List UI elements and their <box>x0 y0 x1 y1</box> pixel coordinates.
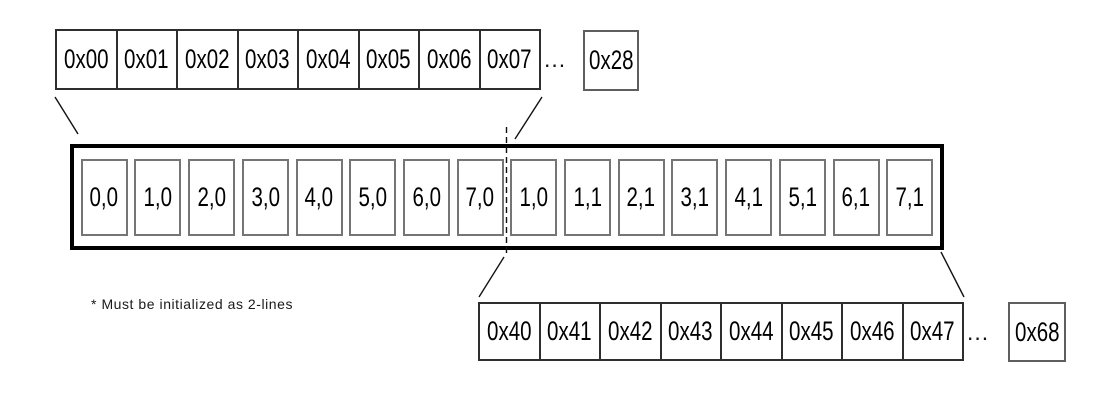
address-label: 0x68 <box>1014 316 1060 347</box>
cell-label: 4,0 <box>304 181 334 212</box>
connector-top-left-line <box>54 96 79 135</box>
line-cell: 5,1 <box>778 158 826 236</box>
cell-label: 6,1 <box>841 181 871 212</box>
line-cell: 2,0 <box>188 158 236 236</box>
bottom-address-row: 0x40 0x41 0x42 0x43 0x44 0x45 0x46 0x47 <box>478 302 964 361</box>
address-label: 0x46 <box>849 316 895 346</box>
bottom-address-cell: 0x41 <box>538 302 601 361</box>
connector-top-right-line <box>514 96 543 140</box>
line-cell: 0,0 <box>80 158 128 236</box>
cell-label: 7,0 <box>465 181 495 212</box>
bottom-address-cell: 0x44 <box>720 302 783 361</box>
line-cell: 6,0 <box>402 158 450 236</box>
cell-label: 1,0 <box>143 181 173 212</box>
top-address-cell: 0x02 <box>176 29 239 90</box>
top-address-cell: 0x05 <box>357 29 420 90</box>
top-address-cell: 0x04 <box>297 29 360 90</box>
address-label: 0x42 <box>607 316 653 346</box>
top-address-cell: 0x06 <box>418 29 481 90</box>
top-address-cell: 0x01 <box>115 29 178 90</box>
address-label: 0x01 <box>124 44 170 74</box>
cell-label: 2,0 <box>197 181 226 212</box>
address-label: 0x44 <box>728 316 774 346</box>
line-cell: 2,1 <box>617 158 665 236</box>
line-cell: 1,0 <box>134 158 182 236</box>
top-address-cell: 0x00 <box>55 29 118 90</box>
cell-label: 1,0 <box>519 181 549 212</box>
line-cell: 4,0 <box>295 158 343 236</box>
bottom-address-cell: 0x40 <box>478 302 541 361</box>
bottom-address-cell: 0x45 <box>780 302 843 361</box>
line-cell: 7,1 <box>886 158 934 236</box>
cell-label: 0,0 <box>89 181 119 212</box>
address-label: 0x03 <box>245 44 291 74</box>
line-cell: 6,1 <box>832 158 880 236</box>
connector-bottom-left-line <box>478 256 505 298</box>
line-cell: 3,1 <box>671 158 719 236</box>
bottom-address-cell: 0x43 <box>659 302 722 361</box>
cell-label: 7,1 <box>895 181 925 212</box>
address-label: 0x28 <box>588 45 634 75</box>
line-cell: 3,0 <box>241 158 289 236</box>
cell-label: 5,0 <box>358 181 387 212</box>
address-label: 0x05 <box>366 44 412 74</box>
address-label: 0x45 <box>789 316 835 346</box>
cell-label: 3,0 <box>251 181 280 212</box>
cell-label: 3,1 <box>680 181 710 212</box>
bottom-address-cell: 0x42 <box>599 302 662 361</box>
cell-label: 4,1 <box>734 181 763 212</box>
line-cell: 4,1 <box>725 158 773 236</box>
address-label: 0x47 <box>910 316 956 346</box>
footnote: * Must be initialized as 2-lines <box>91 296 294 312</box>
address-label: 0x43 <box>668 316 714 346</box>
top-tail-address-cell: 0x28 <box>583 30 639 91</box>
cell-label: 2,1 <box>626 181 656 212</box>
line-cell: 5,0 <box>349 158 397 236</box>
top-address-row: 0x00 0x01 0x02 0x03 0x04 0x05 0x06 0x07 <box>55 29 541 90</box>
address-label: 0x41 <box>547 316 593 346</box>
connector-bottom-right-line <box>940 251 965 298</box>
bottom-address-cell: 0x47 <box>901 302 964 361</box>
cell-label: 6,0 <box>412 181 441 212</box>
top-address-cell: 0x03 <box>236 29 299 90</box>
address-label: 0x02 <box>184 44 230 74</box>
top-address-cell: 0x07 <box>478 29 541 90</box>
address-label: 0x04 <box>305 44 351 74</box>
bottom-address-cell: 0x46 <box>841 302 904 361</box>
top-row-ellipsis: ... <box>544 46 567 72</box>
bottom-tail-address-cell: 0x68 <box>1008 302 1066 362</box>
display-line-box: 0,0 1,0 2,0 3,0 4,0 5,0 6,0 7,0 1,0 1,1 … <box>70 144 944 250</box>
address-label: 0x06 <box>426 44 472 74</box>
cell-label: 1,1 <box>573 181 602 212</box>
line-cell: 7,0 <box>456 158 504 236</box>
line-cell: 1,1 <box>564 158 612 236</box>
address-label: 0x40 <box>486 316 532 346</box>
line-cell: 1,0 <box>510 158 558 236</box>
address-label: 0x00 <box>63 44 109 74</box>
address-label: 0x07 <box>487 44 533 74</box>
cell-label: 5,1 <box>788 181 817 212</box>
bottom-row-ellipsis: ... <box>967 319 990 345</box>
